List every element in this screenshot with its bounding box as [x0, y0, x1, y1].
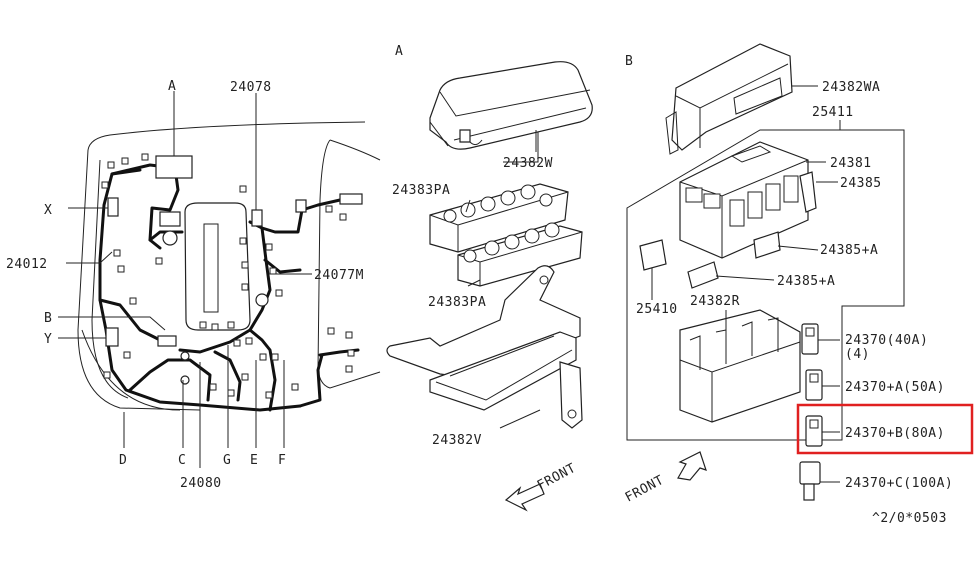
callout-d: D	[119, 453, 127, 468]
callout-a: A	[168, 79, 176, 94]
part-24385a-lower: 24385+A	[777, 274, 835, 289]
part-24080: 24080	[180, 476, 222, 491]
front-label-b: FRONT	[623, 473, 667, 506]
part-24383pa-upper: 24383PA	[392, 183, 450, 198]
callout-f: F	[278, 453, 286, 468]
callout-g: G	[223, 453, 231, 468]
part-25411: 25411	[812, 105, 854, 120]
callout-e: E	[250, 453, 258, 468]
fusible-link-box-a-illustration	[386, 61, 593, 512]
fuse-slots-upper	[443, 184, 553, 223]
engine-room-harness-illustration	[58, 91, 381, 468]
part-24385: 24385	[840, 176, 882, 191]
part-24077m: 24077M	[314, 268, 364, 283]
fuse-24370a-50a-icon	[805, 369, 823, 401]
part-25410: 25410	[636, 302, 678, 317]
part-24370c-100a: 24370+C(100A)	[845, 476, 953, 491]
section-b-label: B	[625, 54, 633, 69]
callout-y: Y	[44, 332, 52, 347]
front-label-a: FRONT	[535, 461, 579, 494]
part-24385a-upper: 24385+A	[820, 243, 878, 258]
fuse-24370b-80a-icon	[805, 415, 823, 447]
relay-box-b-illustration	[626, 43, 974, 501]
diagram-code: ^2/0*0503	[872, 511, 947, 526]
part-24382r: 24382R	[690, 294, 740, 309]
part-24382w: 24382W	[503, 156, 553, 171]
part-24382wa: 24382WA	[822, 80, 880, 95]
terminal-connectors	[101, 153, 355, 399]
callout-x: X	[44, 203, 52, 218]
fuse-slots-lower	[463, 222, 560, 263]
part-24370-40a: 24370(40A)	[845, 333, 928, 348]
part-24012: 24012	[6, 257, 48, 272]
part-24383pa-lower: 24383PA	[428, 295, 486, 310]
part-24381: 24381	[830, 156, 872, 171]
part-24370a-50a: 24370+A(50A)	[845, 380, 945, 395]
highlight-frame	[796, 403, 974, 455]
part-24078: 24078	[230, 80, 272, 95]
section-a-label: A	[395, 44, 403, 59]
fuse-24370c-100a-icon	[799, 461, 821, 501]
part-24382v: 24382V	[432, 433, 482, 448]
callout-c: C	[178, 453, 186, 468]
callout-b: B	[44, 311, 52, 326]
fuse-24370-40a-icon	[801, 323, 819, 355]
relay-cells	[685, 145, 799, 227]
part-quantity-4: (4)	[845, 347, 870, 362]
part-24370b-80a: 24370+B(80A)	[845, 426, 945, 441]
